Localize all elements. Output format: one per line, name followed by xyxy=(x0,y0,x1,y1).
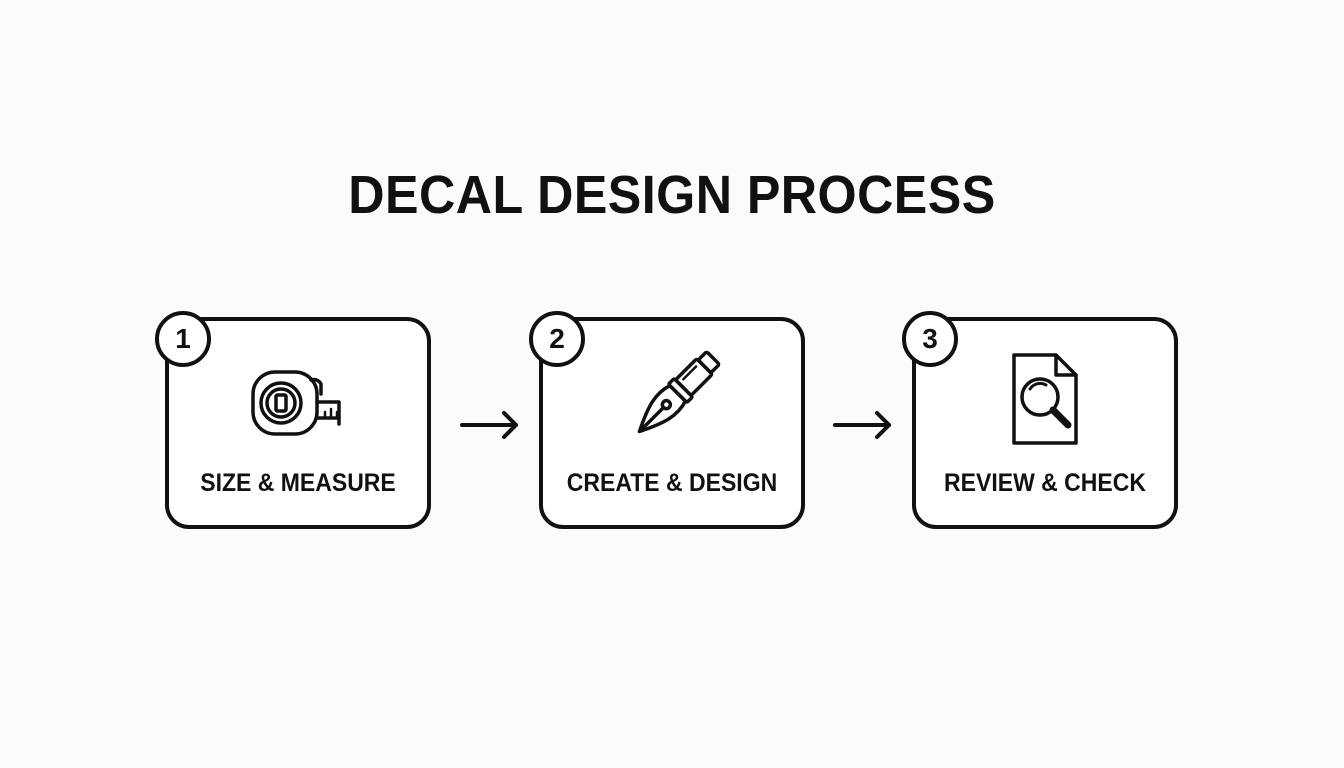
step-1-card: 1 SIZE & MEASURE xyxy=(155,311,431,529)
step-2-label: CREATE & DESIGN xyxy=(566,469,778,497)
tape-measure-icon xyxy=(169,349,427,449)
step-2-number-badge: 2 xyxy=(529,311,585,367)
diagram-title: DECAL DESIGN PROCESS xyxy=(348,165,996,225)
step-2-card: 2 CREATE & DESIGN xyxy=(529,311,805,529)
arrow-right-icon xyxy=(460,411,518,439)
step-1-number-badge: 1 xyxy=(155,311,211,367)
pen-nib-icon xyxy=(543,349,801,449)
step-3-card: 3 REVIEW & CHECK xyxy=(902,311,1178,529)
step-3-number-badge: 3 xyxy=(902,311,958,367)
arrow-right-icon xyxy=(833,411,891,439)
step-3-label: REVIEW & CHECK xyxy=(944,469,1146,497)
document-magnifier-icon xyxy=(916,349,1174,449)
step-1-label: SIZE & MEASURE xyxy=(200,469,396,497)
